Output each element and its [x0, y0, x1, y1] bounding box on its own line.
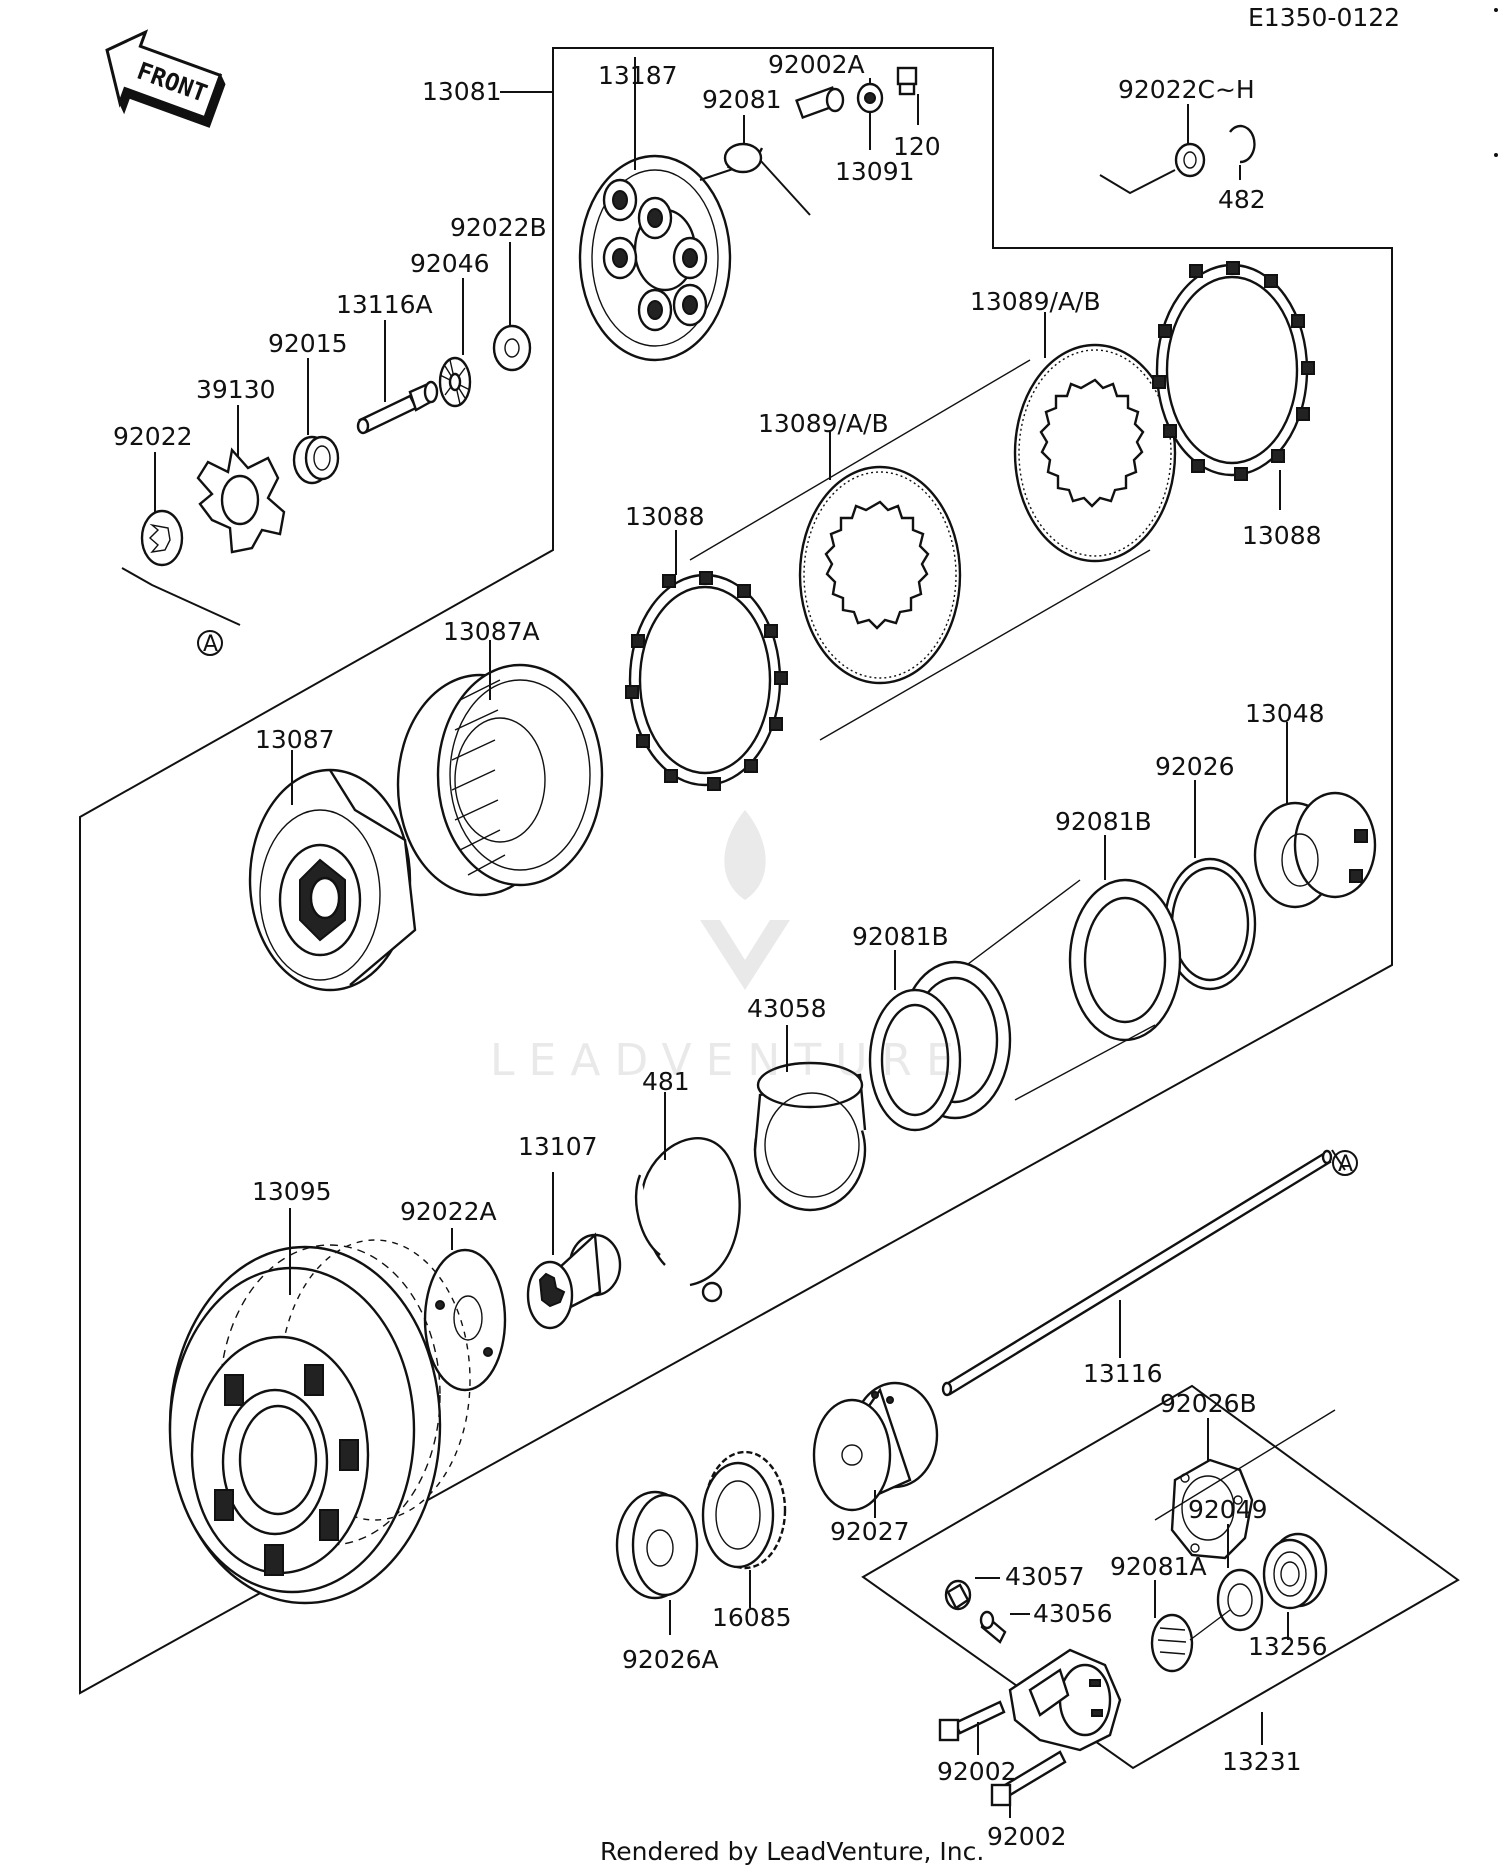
bleeder-cap-43057 — [944, 1579, 972, 1611]
label-481: 481 — [642, 1067, 690, 1096]
steel-plate-13089-right — [1013, 343, 1177, 563]
adjust-washer — [1174, 142, 1206, 178]
label-92002A: 92002A — [768, 50, 865, 79]
label-92026: 92026 — [1155, 752, 1235, 781]
small-bolt — [896, 66, 918, 96]
diagram-code: E1350-0122 — [1248, 3, 1400, 32]
bolt-92002-lower — [990, 1750, 1067, 1807]
watermark-text: LEADVENTURE — [490, 1035, 968, 1086]
label-13048: 13048 — [1245, 699, 1325, 728]
label-92081B-right: 92081B — [1055, 807, 1152, 836]
label-13256: 13256 — [1248, 1632, 1328, 1661]
label-92081A: 92081A — [1110, 1552, 1207, 1581]
lock-nut-92015 — [292, 435, 340, 485]
needle-bearing-92046 — [438, 356, 472, 408]
washer-92022 — [140, 509, 184, 567]
spring-92081A — [1150, 1613, 1194, 1673]
label-13089AB-left: 13089/A/B — [758, 409, 889, 438]
label-92049: 92049 — [1188, 1495, 1268, 1524]
label-13116A: 13116A — [336, 290, 433, 319]
washer-92026A — [615, 1490, 699, 1600]
clutch-hub-13087A — [396, 663, 604, 897]
spring-plate-39130 — [196, 447, 286, 554]
label-13088-left: 13088 — [625, 502, 705, 531]
steel-plate-13089-left — [798, 465, 962, 685]
label-39130: 39130 — [196, 375, 276, 404]
label-92081B-left: 92081B — [852, 922, 949, 951]
collar-13107 — [526, 1232, 622, 1330]
spring-washer-92081B-left — [868, 960, 1012, 1132]
label-13089AB-right: 13089/A/B — [970, 287, 1101, 316]
holder-92027 — [812, 1381, 939, 1512]
push-rod-13116 — [941, 1149, 1333, 1397]
label-43058: 43058 — [747, 994, 827, 1023]
label-13187: 13187 — [598, 61, 678, 90]
push-rod-13116A — [356, 380, 439, 435]
label-13107: 13107 — [518, 1132, 598, 1161]
reference-marker-a-left: A — [197, 630, 223, 657]
spring-bolt — [795, 86, 845, 120]
washer-92022A — [423, 1248, 507, 1392]
clutch-assembly-outline — [79, 47, 1393, 1695]
label-120: 120 — [893, 132, 941, 161]
edge-mark — [1494, 8, 1498, 12]
spacer-43058 — [753, 1061, 867, 1212]
bearing-13256 — [1262, 1532, 1328, 1610]
label-13087A: 13087A — [443, 617, 540, 646]
front-arrow-icon: FRONT — [105, 29, 226, 128]
label-92002-upper: 92002 — [937, 1757, 1017, 1786]
svg-text:A: A — [1338, 1152, 1353, 1177]
pressure-plate — [578, 154, 732, 362]
label-92022A: 92022A — [400, 1197, 497, 1226]
label-92022: 92022 — [113, 422, 193, 451]
label-16085: 16085 — [712, 1603, 792, 1632]
gear-16085 — [701, 1450, 787, 1570]
clutch-housing-13095 — [168, 1239, 471, 1605]
circlip-482 — [1229, 124, 1256, 164]
edge-mark — [1494, 153, 1498, 157]
bleeder-valve-43056 — [979, 1610, 1007, 1644]
svg-text:A: A — [203, 632, 218, 657]
thrust-washer-92022B — [492, 324, 532, 372]
footer-credit: Rendered by LeadVenture, Inc. — [600, 1837, 984, 1866]
label-92026A: 92026A — [622, 1645, 719, 1674]
label-43056: 43056 — [1033, 1599, 1113, 1628]
friction-plate-13088-right — [1152, 261, 1315, 481]
label-43057: 43057 — [1005, 1562, 1085, 1591]
label-13095: 13095 — [252, 1177, 332, 1206]
friction-plate-13088-left — [625, 571, 788, 791]
label-13088-right: 13088 — [1242, 521, 1322, 550]
spring-collar — [856, 82, 884, 114]
label-13081: 13081 — [422, 77, 502, 106]
label-92081: 92081 — [702, 85, 782, 114]
label-92022B: 92022B — [450, 213, 547, 242]
label-92022C-H: 92022C~H — [1118, 75, 1255, 104]
watermark-logo: LEADVENTURE — [490, 810, 968, 1086]
circlip-481 — [634, 1137, 741, 1303]
label-92002-lower: 92002 — [987, 1822, 1067, 1851]
spring-washer-92081B-right — [1068, 878, 1182, 1042]
label-92015: 92015 — [268, 329, 348, 358]
label-13091: 13091 — [835, 157, 915, 186]
oil-seal-92049 — [1216, 1568, 1264, 1632]
label-13116: 13116 — [1083, 1359, 1163, 1388]
gasket-92026B — [1170, 1458, 1254, 1560]
label-13231: 13231 — [1222, 1747, 1302, 1776]
reference-marker-a-right: A — [1332, 1150, 1358, 1177]
label-92046: 92046 — [410, 249, 490, 278]
clutch-spring — [723, 142, 764, 174]
clutch-boss-13087 — [248, 768, 417, 992]
bolt-92002-upper — [938, 1700, 1006, 1742]
release-body-13231 — [1008, 1648, 1122, 1752]
label-92026B: 92026B — [1160, 1389, 1257, 1418]
sleeve-13048 — [1253, 791, 1377, 909]
label-92027: 92027 — [830, 1517, 910, 1546]
label-482: 482 — [1218, 185, 1266, 214]
label-13087: 13087 — [255, 725, 335, 754]
